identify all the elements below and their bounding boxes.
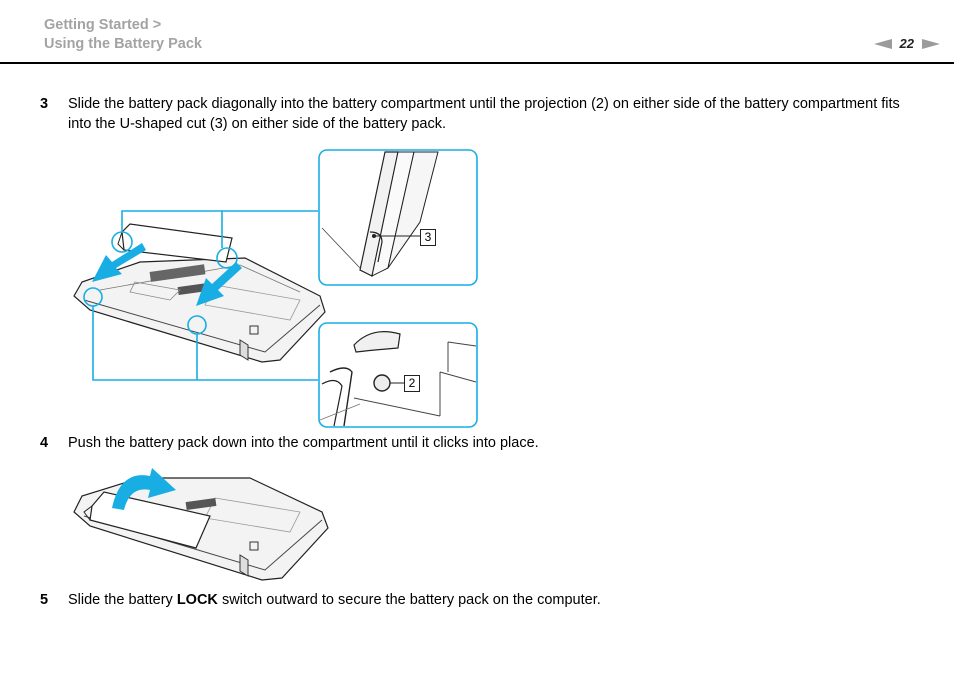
previous-page-arrow-icon[interactable] (873, 38, 892, 49)
callout-cut: 3 (420, 229, 436, 246)
step-text-after: switch outward to secure the battery pac… (217, 592, 601, 608)
callout-projection-label: 2 (408, 376, 416, 390)
step-number: 4 (40, 435, 49, 451)
lock-switch-label: LOCK (176, 592, 218, 608)
callout-projection: 2 (404, 375, 420, 392)
step-number: 3 (40, 96, 49, 112)
step-text: Slide the battery pack diagonally into t… (68, 96, 900, 132)
step-4: 4 Push the battery pack down into the co… (40, 433, 900, 453)
callout-cut-label: 3 (424, 230, 432, 244)
battery-pack (121, 223, 233, 263)
step-text: Push the battery pack down into the comp… (68, 435, 539, 451)
page-navigator: 22 (873, 36, 940, 51)
step-number: 5 (40, 592, 49, 608)
next-page-arrow-icon[interactable] (922, 38, 940, 49)
header-divider (0, 62, 954, 64)
breadcrumb: Getting Started > Using the Battery Pack (44, 16, 202, 54)
push-down-arrow (112, 468, 176, 510)
breadcrumb-page: Using the Battery Pack (44, 36, 202, 52)
insert-arrow-right (196, 262, 242, 306)
step-5: 5 Slide the battery LOCK switch outward … (40, 590, 900, 610)
step-text-before: Slide the battery (68, 592, 177, 608)
breadcrumb-section[interactable]: Getting Started > (44, 17, 162, 33)
step-text: Slide the battery LOCK switch outward to… (68, 590, 900, 610)
step-3: 3 Slide the battery pack diagonally into… (40, 94, 900, 134)
insert-arrow-left (92, 243, 146, 282)
page-number: 22 (899, 36, 914, 51)
